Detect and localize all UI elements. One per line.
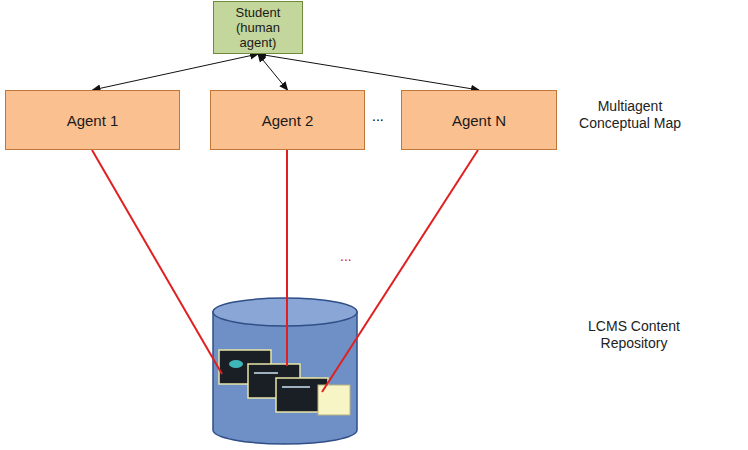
layer-label: LCMS Content Repository <box>564 318 704 352</box>
bidirectional-arrow <box>93 54 259 90</box>
bidirectional-arrow <box>258 54 479 90</box>
agent-box: Agent 1 <box>5 90 180 150</box>
red-links <box>92 150 478 392</box>
ellipsis: ... <box>372 108 396 124</box>
student-box: Student (human agent) <box>213 1 303 54</box>
ellipsis: ... <box>340 248 364 264</box>
layer-label: Multiagent Conceptual Map <box>566 98 694 132</box>
node-text: Student (human agent) <box>220 5 296 50</box>
node-text: Agent 2 <box>262 112 314 129</box>
agent-box: Agent 2 <box>210 90 365 150</box>
content-screens <box>219 350 350 415</box>
agent-box: Agent N <box>401 90 557 150</box>
node-text: Agent 1 <box>67 112 119 129</box>
node-text: Agent N <box>452 112 506 129</box>
bidirectional-arrow <box>258 54 288 90</box>
